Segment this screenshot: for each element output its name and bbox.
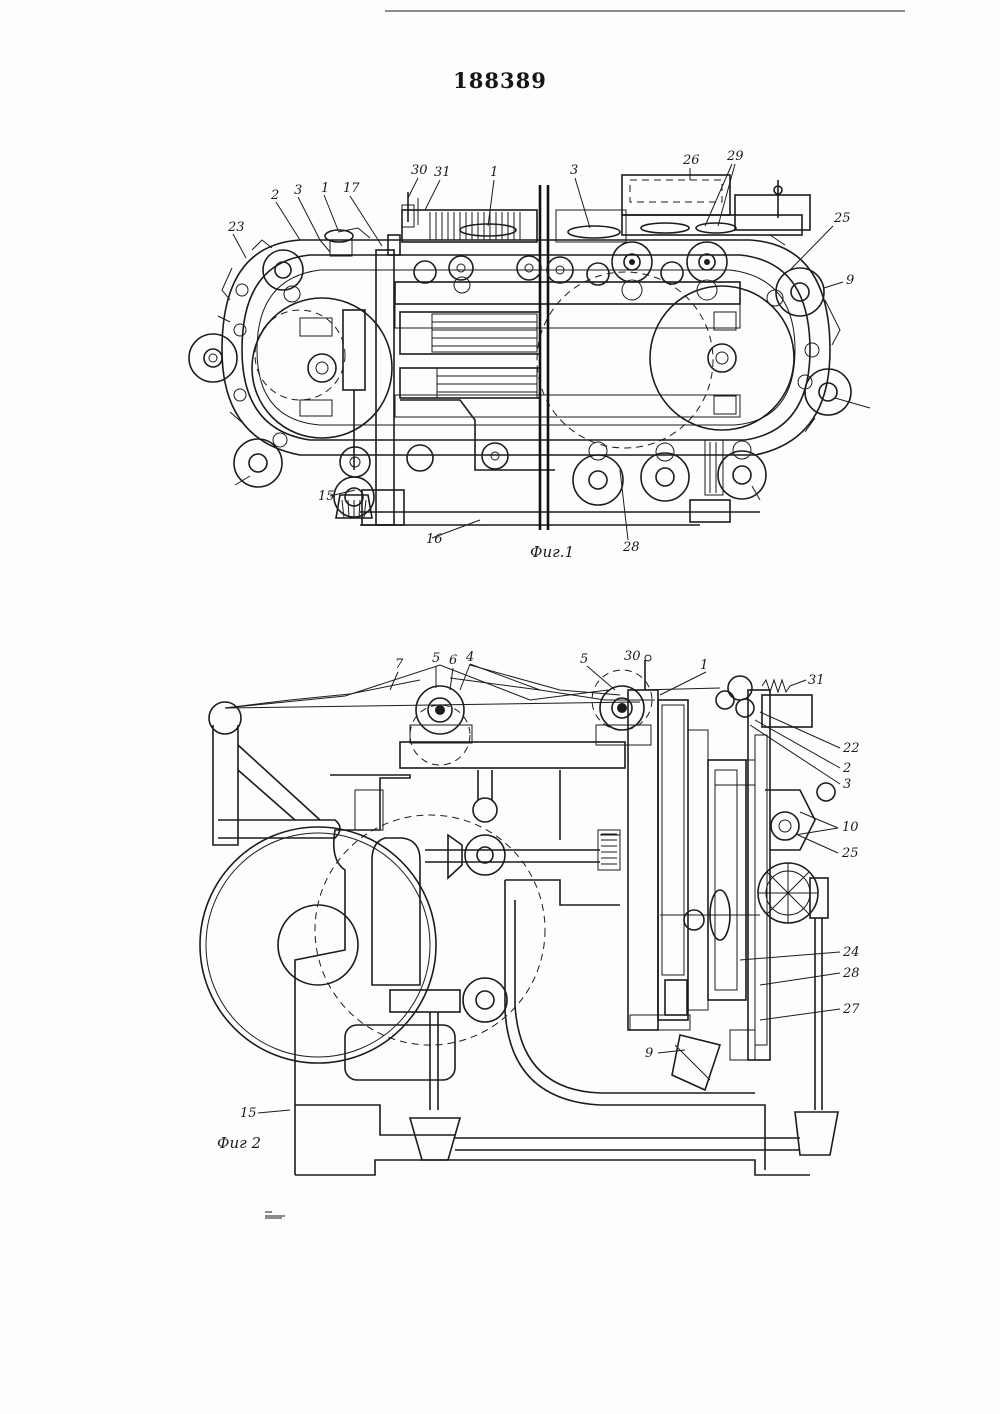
fig2-label-24: 24 <box>842 945 860 960</box>
fig2-label-4: 4 <box>465 650 474 665</box>
fig2-label-15: 15 <box>240 1106 257 1121</box>
fig2-label-5-right: 5 <box>580 652 588 667</box>
fig1-outer-track <box>222 240 830 455</box>
fig1-label-15: 15 <box>318 489 335 504</box>
fig1-label-1-left: 1 <box>321 181 329 196</box>
fig1-label-23: 23 <box>227 220 245 235</box>
fig2-label-28: 28 <box>842 966 860 981</box>
fig1-label-31: 31 <box>434 165 451 180</box>
fig2-label-10: 10 <box>842 820 859 835</box>
fig1-label-1-top: 1 <box>490 165 498 180</box>
fig1-label-9: 9 <box>846 273 854 288</box>
fig2-label-25: 25 <box>841 846 859 861</box>
corner-marks <box>265 1212 285 1218</box>
fig2-labels: 7 5 6 4 5 30 1 31 22 2 3 10 25 24 28 27 … <box>217 649 860 1152</box>
fig1-label-16: 16 <box>426 532 443 547</box>
fig1-label-17: 17 <box>343 181 360 196</box>
fig2-label-6: 6 <box>449 653 457 668</box>
fig2-label-31: 31 <box>808 673 825 688</box>
fig1-label-28: 28 <box>622 540 640 555</box>
fig2-label-27: 27 <box>842 1002 860 1017</box>
fig2-bevel-gear-right <box>795 1112 838 1155</box>
fig1-label-3-top: 3 <box>570 163 578 178</box>
fig2-label-3: 3 <box>843 777 851 792</box>
fig2-label-30: 30 <box>624 649 641 664</box>
fig1-bottom-rollers <box>334 440 766 517</box>
fig1-label-3-left: 3 <box>294 183 302 198</box>
fig1-right-pulley <box>650 286 794 430</box>
figure-2 <box>200 655 838 1175</box>
fig1-label-29: 29 <box>726 149 744 164</box>
fig1-bevel-gear <box>336 495 372 518</box>
fig2-label-5-left: 5 <box>432 651 440 666</box>
fig2-flywheel <box>200 827 436 1063</box>
fig2-label-7: 7 <box>395 657 404 672</box>
fig1-label-25: 25 <box>833 211 851 226</box>
fig1-label-26: 26 <box>682 153 700 168</box>
fig2-label-2: 2 <box>842 761 851 776</box>
fig2-bevel-gear-left <box>410 1118 460 1160</box>
fig2-caption: Фиг 2 <box>217 1134 261 1152</box>
fig1-label-30: 30 <box>411 163 428 178</box>
fig2-label-22: 22 <box>842 741 860 756</box>
fig2-label-9: 9 <box>645 1046 653 1061</box>
fig1-label-2: 2 <box>270 188 279 203</box>
fig2-label-1: 1 <box>700 658 708 673</box>
figure-1 <box>189 175 851 530</box>
fig1-caption: Фиг.1 <box>530 543 574 561</box>
